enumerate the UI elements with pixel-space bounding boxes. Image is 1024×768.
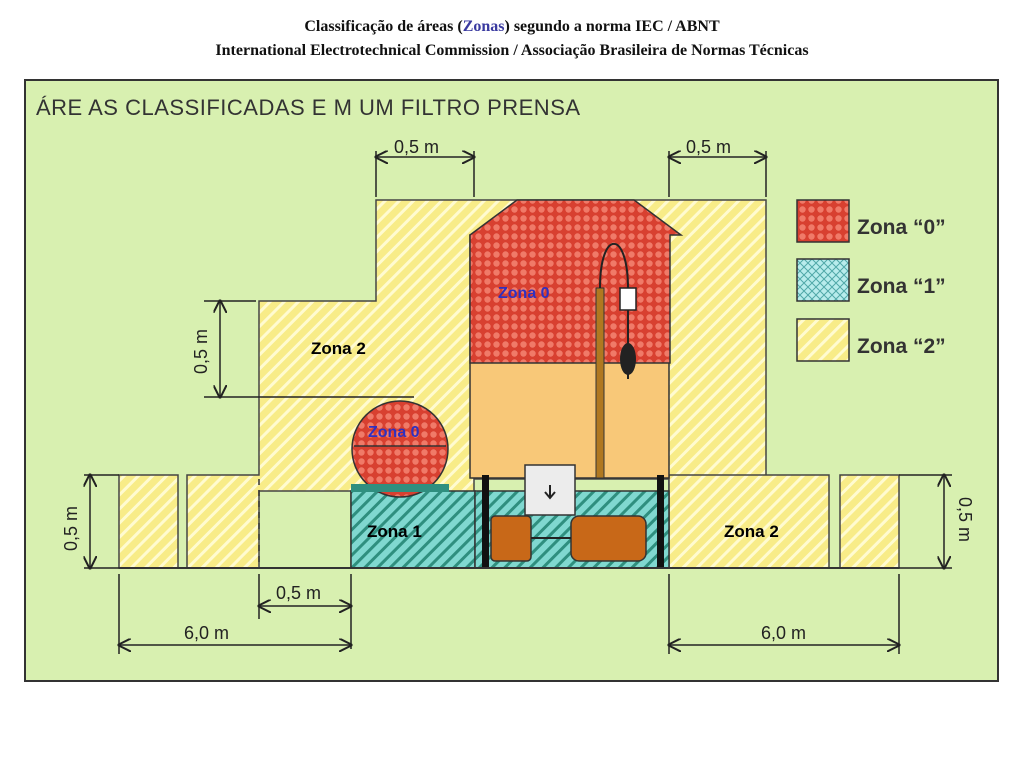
page-title: Classificação de áreas (Zonas) segundo a… xyxy=(0,18,1024,36)
dim-bottom-small: 0,5 m xyxy=(276,583,321,603)
dim-top-right: 0,5 m xyxy=(686,137,731,157)
legend-label-zona0: Zona “0” xyxy=(857,216,946,239)
dim-vert-right: 0,5 m xyxy=(955,497,975,542)
dim-bottom-right: 6,0 m xyxy=(761,623,806,643)
zone2-left-block xyxy=(118,474,179,569)
down-arrow-icon xyxy=(544,485,556,500)
legend-swatch-zona0 xyxy=(796,199,850,243)
zone2-right-area xyxy=(668,474,830,569)
zone0-roof xyxy=(469,199,684,364)
legend: Zona “0” Zona “1” Zona “2” xyxy=(796,199,946,362)
legend-label-zona2: Zona “2” xyxy=(857,335,946,358)
dim-vert-left-lower: 0,5 m xyxy=(61,506,81,551)
legend-label-zona1: Zona “1” xyxy=(857,275,946,298)
zone1-left xyxy=(350,490,476,569)
label-zona0-circle: Zona 0 xyxy=(368,424,420,441)
hose xyxy=(599,243,629,379)
dim-vert-left-upper: 0,5 m xyxy=(191,329,211,374)
dim-bottom-left: 6,0 m xyxy=(184,623,229,643)
tank-base xyxy=(351,484,449,492)
wall-left xyxy=(482,475,489,568)
press-column xyxy=(595,287,605,479)
page-subtitle: International Electrotechnical Commissio… xyxy=(215,42,809,59)
label-zona1: Zona 1 xyxy=(367,522,422,541)
label-zona2-right: Zona 2 xyxy=(724,522,779,541)
title-zonas-word: Zonas xyxy=(462,18,505,35)
press-plate-right xyxy=(570,515,647,562)
zone0-tank xyxy=(351,400,449,498)
label-zona0-top: Zona 0 xyxy=(498,285,550,302)
zone2-right-block xyxy=(839,474,900,569)
diagram-heading: ÁRE AS CLASSIFICADAS E M UM FILTRO PRENS… xyxy=(36,95,581,120)
legend-swatch-zona1 xyxy=(796,258,850,302)
wall-right xyxy=(657,475,664,568)
title-part: Classificação de áreas ( xyxy=(304,18,463,35)
classified-areas-diagram: ÁRE AS CLASSIFICADAS E M UM FILTRO PRENS… xyxy=(24,79,999,682)
weight xyxy=(620,343,636,375)
press-plate-left xyxy=(490,515,532,562)
legend-swatch-zona2 xyxy=(796,318,850,362)
valve-box xyxy=(619,287,637,311)
dim-top-left: 0,5 m xyxy=(394,137,439,157)
title-part: ) segundo a norma IEC / ABNT xyxy=(504,18,720,35)
label-zona2-left: Zona 2 xyxy=(311,339,366,358)
